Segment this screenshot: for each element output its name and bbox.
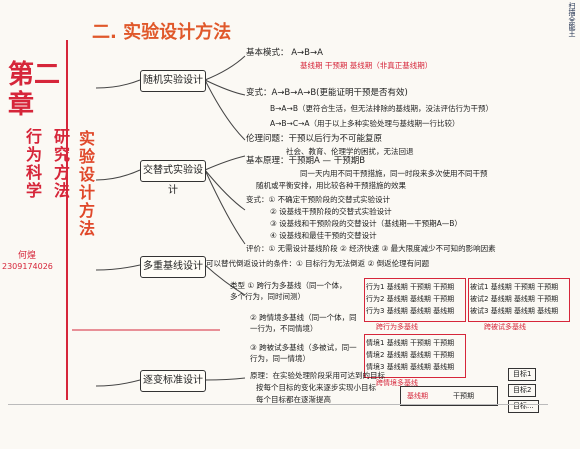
cc-principle-1: 原理：在实验处理阶段采用可达到的目标	[250, 371, 385, 380]
alt-principle-note: 同一天内用不同干预措施，同一时段来多次使用不同干预	[300, 169, 488, 178]
branch-changing-criterion: 逐变标准设计	[140, 370, 206, 392]
mb-substitute-condition: 可以替代倒返设计的条件：① 目标行为无法倒返 ② 倒返伦理有问题	[206, 259, 430, 268]
reversal-ethics-note: 社会、教育、伦理学的困扰，无法回退	[286, 147, 414, 156]
branch-multiple-baseline: 多重基线设计	[140, 256, 206, 278]
scanner-watermark: 扫描全能王	[568, 2, 576, 37]
alt-variant-1: 变式：① 不确定干预阶段的交替式实验设计	[246, 195, 391, 204]
alt-random-balance: 随机或平衡安排，用比较各种干预措施的效果	[256, 181, 406, 190]
table-row: 情境1 基线期 干预期 干预期	[366, 339, 455, 347]
reversal-variant-1: 变式：A→B→A→B(更能证明干预是否有效)	[246, 88, 408, 98]
page-bottom-rule	[8, 404, 548, 405]
cross-behavior-title: 跨行为多基线	[376, 323, 418, 331]
chapter-col-1: 研究方法	[51, 128, 70, 200]
reversal-ethics: 伦理问题：干预以后行为不可能复原	[246, 134, 383, 144]
reversal-phase-labels: 基线期 干预期 基线期（非真正基线期）	[300, 61, 433, 70]
central-topic: 实验设计方法	[76, 130, 95, 238]
mb-type-1: 类型 ① 跨行为多基线（同一个体，多个行为，同时间测）	[230, 281, 347, 301]
student-id: 2309174026	[2, 262, 53, 271]
alt-evaluation: 评价：① 无需设计基线阶段 ② 经济快速 ③ 最大限度减少不可知的影响因素	[246, 244, 496, 253]
reversal-variant-3: A→B→C→A（用于以上多种实验处理与基线期一行比较）	[270, 119, 460, 128]
chapter-title: 第二 章	[8, 60, 61, 120]
cc-principle-2: 按每个目标的变化来逐步实现小目标	[256, 383, 376, 392]
alt-variant-4: ④ 设基线和最佳干预的交替设计	[270, 231, 377, 240]
table-row: 行为3 基线期 基线期 基线期	[366, 307, 455, 315]
alt-variant-2: ② 设基线干预阶段的交替式实验设计	[270, 207, 392, 216]
cc-target-1: 目标1	[508, 368, 537, 381]
branch-reversal-design: 随机实验设计	[140, 70, 206, 92]
table-row: 情境3 基线期 基线期 基线期	[366, 363, 455, 371]
cross-behavior-table	[364, 278, 466, 322]
table-row: 被试3 基线期 基线期 基线期	[470, 307, 559, 315]
cross-subject-title: 跨被试多基线	[484, 323, 526, 331]
table-row: 行为2 基线期 基线期 干预期	[366, 295, 455, 303]
cross-context-table	[364, 334, 466, 378]
chapter-divider	[66, 40, 68, 400]
table-row: 被试2 基线期 基线期 干预期	[470, 295, 559, 303]
alt-variant-3: ③ 设基线和干预阶段的交替设计（基线期—干预期A—B）	[270, 219, 462, 228]
branch-alternating-design: 交替式实验设计	[140, 160, 206, 196]
cc-target-2: 目标2	[508, 384, 537, 397]
cc-target-3: 目标...	[508, 400, 539, 413]
table-row: 情境2 基线期 基线期 干预期	[366, 351, 455, 359]
cross-subject-table	[468, 278, 570, 322]
reversal-basic-mode: 基本模式： A→B→A	[246, 48, 323, 58]
mb-type-2: ② 跨情境多基线（同一个体，同一行为，不同情境）	[250, 313, 357, 333]
cc-baseline-cell: 基线期	[407, 392, 428, 400]
cc-intervention-cell: 干预期	[453, 392, 474, 400]
alt-principle: 基本原理：干预期A — 干预期B	[246, 156, 366, 166]
reversal-variant-2: B→A→B（更符合生活，但无法排除的基线期，没法评估行为干预）	[270, 104, 493, 113]
cross-context-title: 跨情境多基线	[376, 379, 418, 387]
student-name: 何煌	[18, 251, 37, 261]
table-row: 被试1 基线期 干预期 干预期	[470, 283, 559, 291]
cc-principle-3: 每个目标都在逐渐提高	[256, 395, 331, 404]
chapter-col-2: 行为科学	[23, 128, 42, 200]
cc-diagram: 基线期 干预期	[400, 386, 498, 406]
mb-type-3: ③ 跨被试多基线（多被试，同一行为，同一情境）	[250, 343, 357, 363]
page-title: 二. 实验设计方法	[92, 22, 232, 43]
table-row: 行为1 基线期 干预期 干预期	[366, 283, 455, 291]
